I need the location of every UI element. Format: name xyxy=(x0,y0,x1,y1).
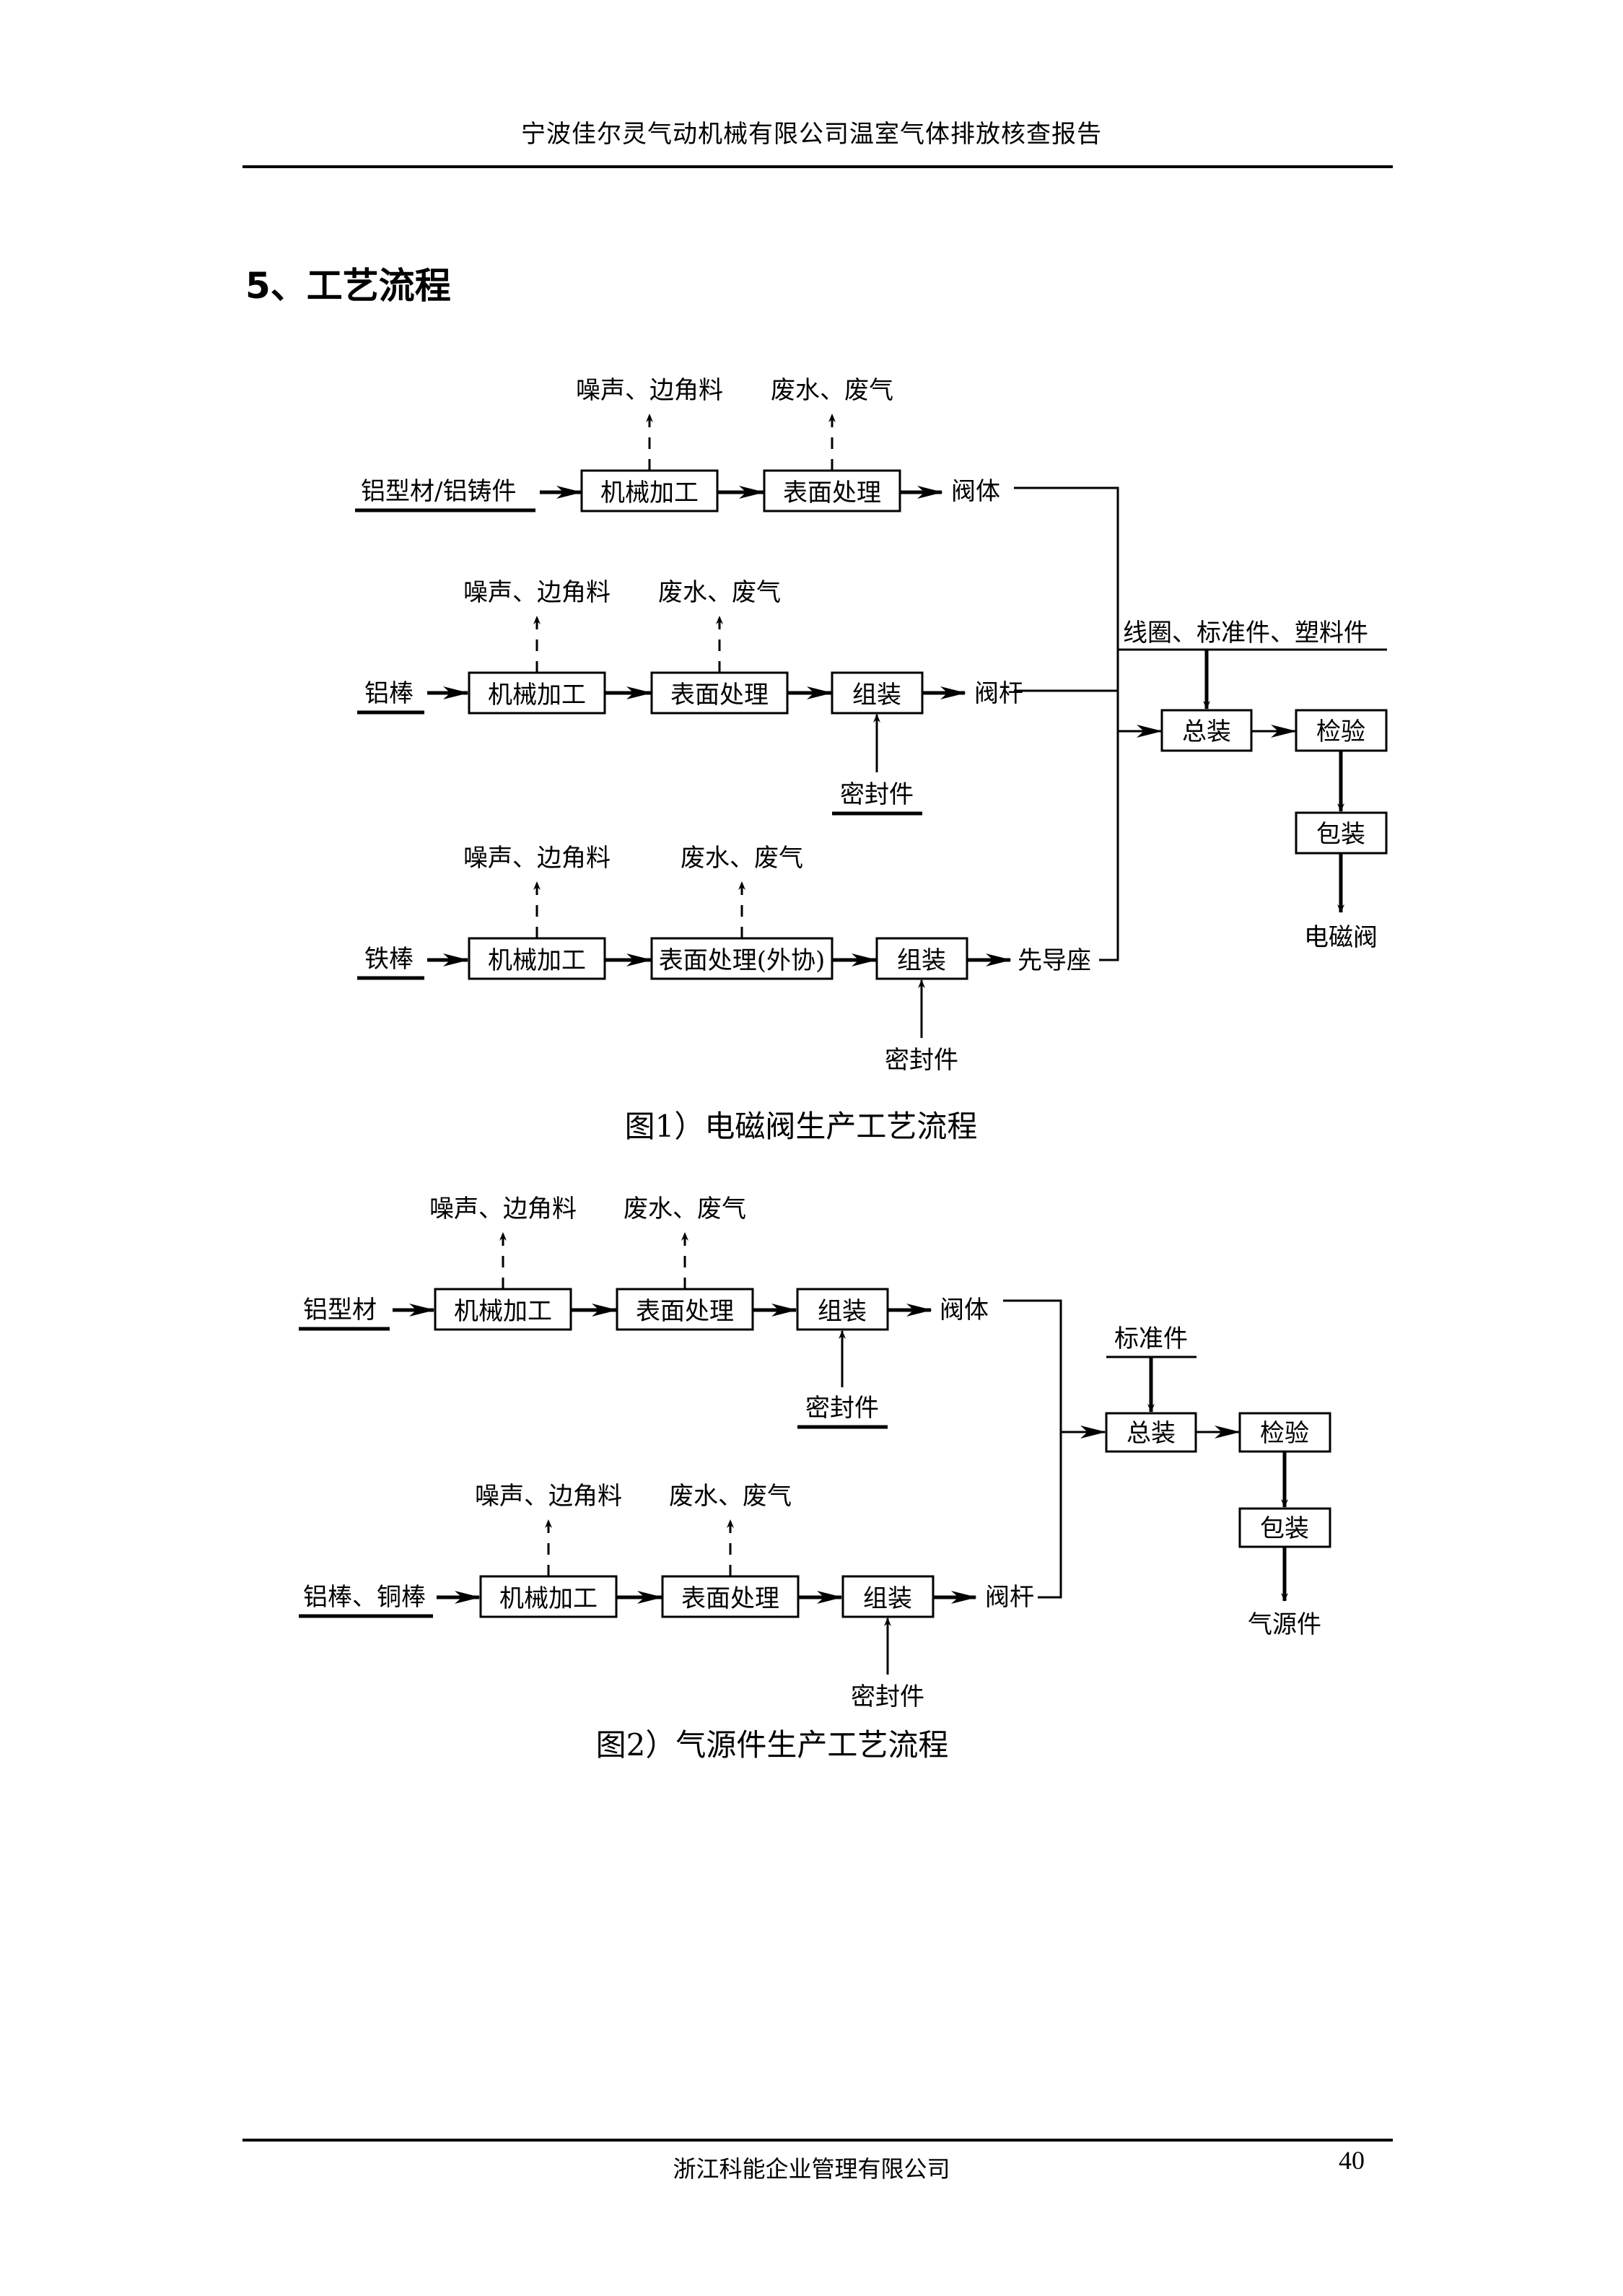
output-label: 先导座 xyxy=(1018,946,1091,975)
output-label: 阀杆 xyxy=(985,1583,1034,1612)
step-label: 总装 xyxy=(1182,717,1231,746)
step-box-final-assembly xyxy=(1160,709,1253,752)
emission-label: 废水、废气 xyxy=(658,578,781,607)
step-label: 组装 xyxy=(863,1584,912,1613)
step-box-surface-treatment xyxy=(650,671,789,715)
figure-2: 铝型材 机械加工 表面处理 组装 阀体 噪声、边角料 废水、废气 密封件 铝棒、… xyxy=(299,1195,1331,1763)
step-label: 表面处理 xyxy=(670,681,769,710)
extra-input-label: 标准件 xyxy=(1114,1324,1188,1353)
input-label: 铝棒 xyxy=(364,679,414,708)
step-box-packaging xyxy=(1295,811,1388,855)
emission-label: 噪声、边角料 xyxy=(429,1195,577,1223)
fig2-row-valve-stem: 铝棒、铜棒 机械加工 表面处理 组装 阀杆 噪声、边角料 废水、废气 密封件 xyxy=(299,1482,1034,1711)
step-label: 表面处理 xyxy=(636,1297,734,1326)
assembly-input-label: 密封件 xyxy=(885,1046,958,1075)
assembly-input-label: 密封件 xyxy=(851,1682,924,1711)
step-box-machining xyxy=(468,671,606,715)
step-box-final-assembly xyxy=(1105,1412,1197,1453)
output-label: 阀杆 xyxy=(974,679,1023,708)
product-label: 电磁阀 xyxy=(1304,923,1378,952)
merge-bus xyxy=(1003,1299,1062,1599)
step-label: 机械加工 xyxy=(600,479,699,507)
product-label: 气源件 xyxy=(1248,1610,1321,1639)
figure-1: 铝型材/铝铸件 机械加工 表面处理 阀体 噪声、边角料 废水、废气 铝棒 机械加… xyxy=(355,376,1388,1144)
merge-bus xyxy=(1014,486,1119,961)
step-box-surface-treatment xyxy=(661,1575,800,1618)
section-title: 5、工艺流程 xyxy=(245,265,451,307)
step-box-assembly xyxy=(841,1575,935,1618)
footer-rule xyxy=(242,2139,1393,2142)
extra-input-label: 线圈、标准件、塑料件 xyxy=(1123,619,1368,647)
step-label: 机械加工 xyxy=(488,681,586,710)
output-label: 阀体 xyxy=(951,477,1000,506)
emission-label: 废水、废气 xyxy=(624,1195,746,1223)
step-label: 检验 xyxy=(1316,717,1365,746)
step-label: 包装 xyxy=(1316,820,1365,849)
step-box-assembly xyxy=(831,671,924,715)
emission-label: 废水、废气 xyxy=(681,844,803,873)
step-label: 表面处理(外协) xyxy=(659,946,826,975)
step-label: 表面处理 xyxy=(783,479,881,507)
step-label: 组装 xyxy=(852,681,901,710)
fig1-row-valve-stem: 铝棒 机械加工 表面处理 组装 阀杆 噪声、边角料 废水、废气 密封件 xyxy=(357,578,1023,816)
step-label: 检验 xyxy=(1260,1419,1309,1448)
footer-company: 浙江科能企业管理有限公司 xyxy=(673,2155,950,2183)
step-box-surface-treatment-outsourced xyxy=(650,937,834,980)
step-box-machining xyxy=(468,937,606,980)
emission-label: 噪声、边角料 xyxy=(576,376,723,405)
fig2-row-valve-body: 铝型材 机械加工 表面处理 组装 阀体 噪声、边角料 废水、废气 密封件 xyxy=(299,1195,989,1429)
emission-label: 废水、废气 xyxy=(771,376,893,405)
output-label: 阀体 xyxy=(940,1296,989,1324)
emission-label: 噪声、边角料 xyxy=(463,578,611,607)
step-label: 机械加工 xyxy=(454,1297,552,1326)
figure-2-caption: 图2）气源件生产工艺流程 xyxy=(596,1727,949,1763)
input-label: 铝型材 xyxy=(303,1296,377,1324)
step-label: 组装 xyxy=(818,1297,867,1326)
step-label: 机械加工 xyxy=(499,1584,598,1613)
step-box-packaging xyxy=(1238,1507,1331,1548)
step-box-assembly xyxy=(875,937,968,980)
step-box-inspection xyxy=(1238,1412,1331,1453)
step-label: 包装 xyxy=(1260,1514,1309,1543)
figure-1-caption: 图1）电磁阀生产工艺流程 xyxy=(625,1109,978,1144)
header-rule xyxy=(242,165,1393,168)
step-label: 表面处理 xyxy=(681,1584,779,1613)
assembly-input-label: 密封件 xyxy=(805,1394,879,1423)
step-label: 机械加工 xyxy=(488,946,586,975)
emission-label: 噪声、边角料 xyxy=(475,1482,622,1511)
assembly-input-label: 密封件 xyxy=(840,780,914,809)
emission-label: 噪声、边角料 xyxy=(463,844,611,873)
input-label: 铝型材/铝铸件 xyxy=(361,477,516,506)
step-label: 总装 xyxy=(1127,1419,1176,1448)
step-box-inspection xyxy=(1295,709,1388,752)
fig1-row-pilot-seat: 铁棒 机械加工 表面处理(外协) 组装 先导座 噪声、边角料 废水、废气 密封件 xyxy=(357,844,1091,1075)
fig1-final-assembly: 线圈、标准件、塑料件 总装 检验 包装 电磁阀 xyxy=(1014,486,1388,961)
fig2-final-assembly: 标准件 总装 检验 包装 气源件 xyxy=(1003,1299,1331,1639)
page-header-title: 宁波佳尔灵气动机械有限公司温室气体排放核查报告 xyxy=(521,120,1102,149)
emission-label: 废水、废气 xyxy=(669,1482,792,1511)
input-label: 铝棒、铜棒 xyxy=(303,1583,426,1612)
step-box-machining xyxy=(580,469,719,512)
step-box-assembly xyxy=(796,1288,889,1331)
fig1-row-valve-body: 铝型材/铝铸件 机械加工 表面处理 阀体 噪声、边角料 废水、废气 xyxy=(355,376,1000,512)
input-label: 铁棒 xyxy=(364,945,414,974)
page-number: 40 xyxy=(1339,2146,1365,2175)
step-label: 组装 xyxy=(897,946,946,975)
